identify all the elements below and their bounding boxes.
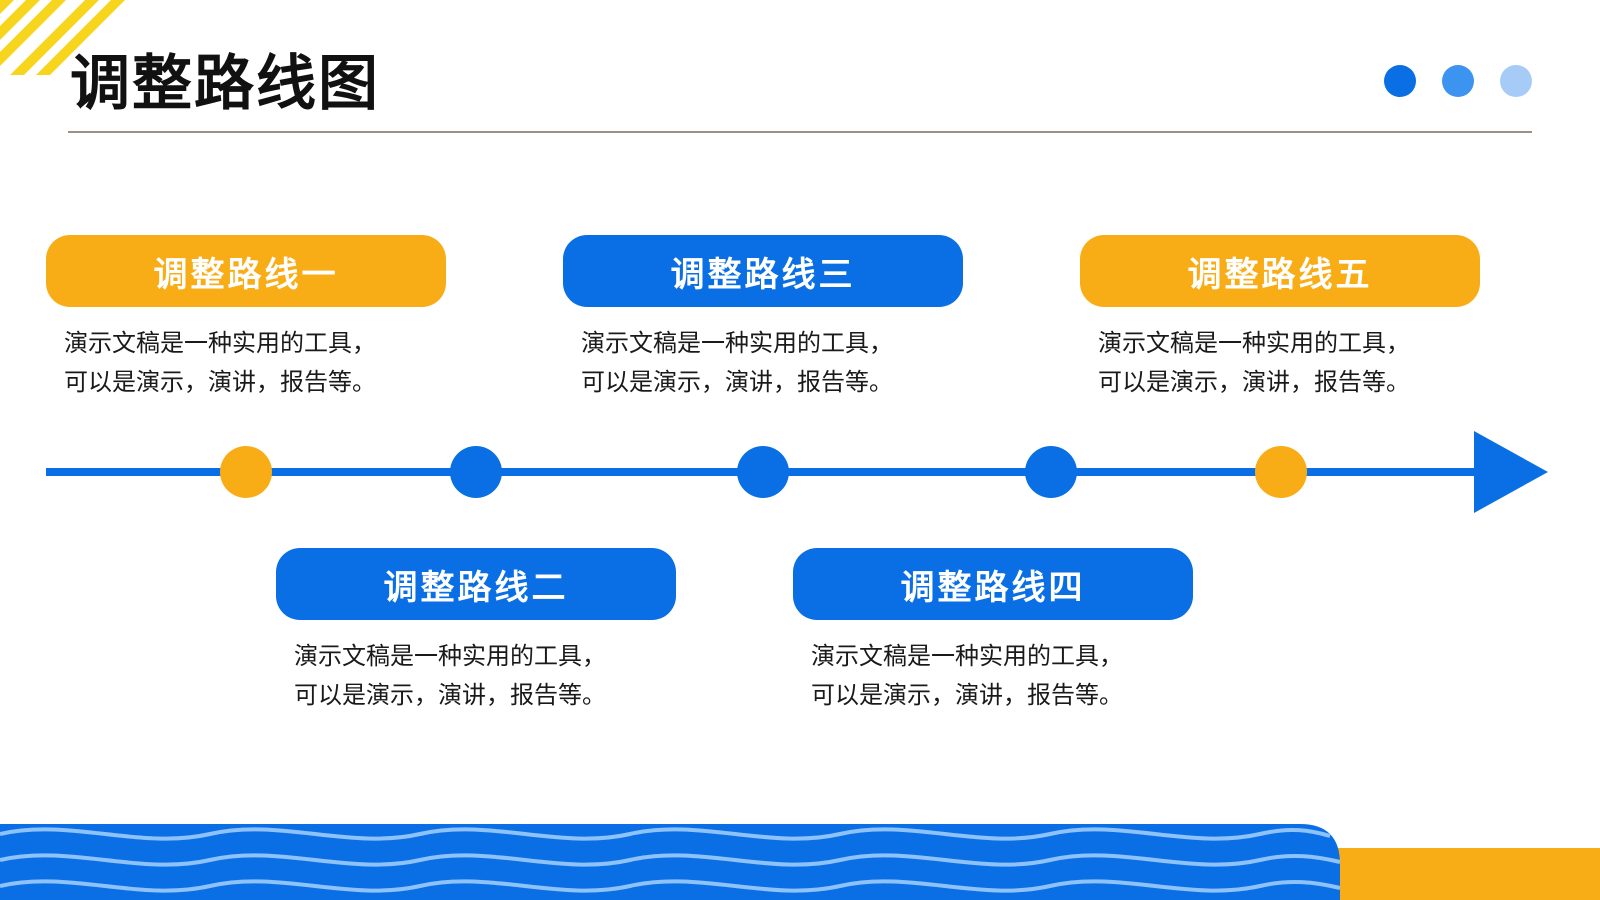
route-label-2: 调整路线二	[276, 548, 676, 620]
timeline-node-1	[220, 446, 272, 498]
footer-blue-band	[0, 824, 1340, 900]
route-label-5: 调整路线五	[1080, 235, 1480, 307]
corner-stripes	[0, 0, 125, 75]
route-desc-5: 演示文稿是一种实用的工具， 可以是演示，演讲，报告等。	[1098, 329, 1410, 396]
timeline-arrow-icon	[1474, 431, 1548, 513]
timeline-node-4	[1025, 446, 1077, 498]
route-label-3: 调整路线三	[563, 235, 963, 307]
wave-line-1	[0, 827, 1331, 841]
decor-dot-mid	[1442, 65, 1474, 97]
route-label-1: 调整路线一	[46, 235, 446, 307]
decor-dot-dark	[1384, 65, 1416, 97]
route-desc-3: 演示文稿是一种实用的工具， 可以是演示，演讲，报告等。	[581, 329, 893, 396]
footer-orange-block	[1300, 848, 1600, 900]
decor-dots	[1384, 65, 1532, 97]
wave-line-2	[0, 853, 1341, 867]
route-desc-4: 演示文稿是一种实用的工具， 可以是演示，演讲，报告等。	[811, 642, 1123, 709]
page-title: 调整路线图	[70, 49, 380, 119]
footer-waves	[0, 824, 1600, 900]
route-label-4: 调整路线四	[793, 548, 1193, 620]
wave-line-3	[0, 879, 1341, 893]
timeline-node-5	[1255, 446, 1307, 498]
route-desc-1: 演示文稿是一种实用的工具， 可以是演示，演讲，报告等。	[64, 329, 376, 396]
timeline-node-3	[737, 446, 789, 498]
route-desc-2: 演示文稿是一种实用的工具， 可以是演示，演讲，报告等。	[294, 642, 606, 709]
decor-dot-light	[1500, 65, 1532, 97]
timeline-node-2	[450, 446, 502, 498]
title-divider	[68, 131, 1532, 133]
